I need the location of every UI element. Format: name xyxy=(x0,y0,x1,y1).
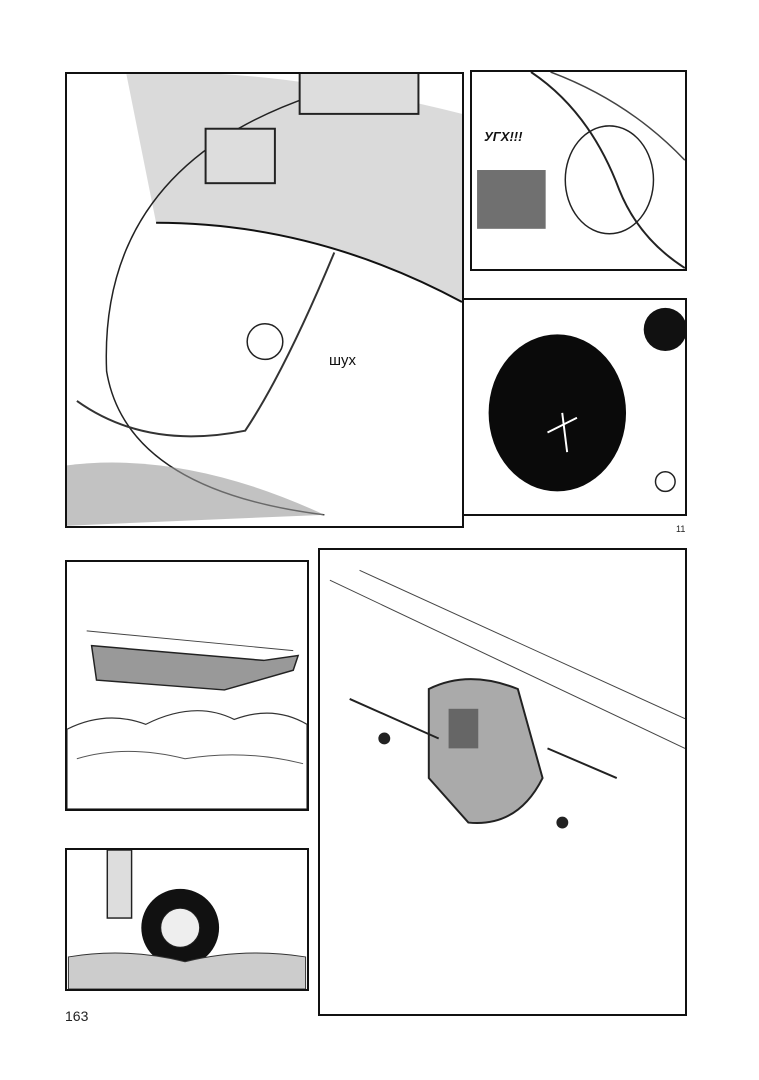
landing-gear-illustration xyxy=(67,850,307,989)
panel-helmet-closeup xyxy=(462,298,687,516)
helicopter-side-illustration xyxy=(67,630,307,809)
panel-helicopter-front xyxy=(318,548,687,1016)
sfx-ugh: УГХ!!! xyxy=(484,129,523,144)
forest-arc-illustration xyxy=(67,74,462,526)
sfx-whoosh: шух xyxy=(329,352,357,369)
page-number: 163 xyxy=(65,1008,89,1024)
character-face-illustration xyxy=(477,72,685,269)
helicopter-front-illustration xyxy=(329,569,685,829)
helmet-illustration xyxy=(488,307,685,493)
panel-landing-gear xyxy=(65,848,309,991)
chapter-page-number: 11 xyxy=(676,524,686,534)
panel-character-closeup: УГХ!!! xyxy=(470,70,687,271)
panel-flying-character: шух xyxy=(65,72,464,528)
panel-helicopter-side xyxy=(65,560,309,811)
